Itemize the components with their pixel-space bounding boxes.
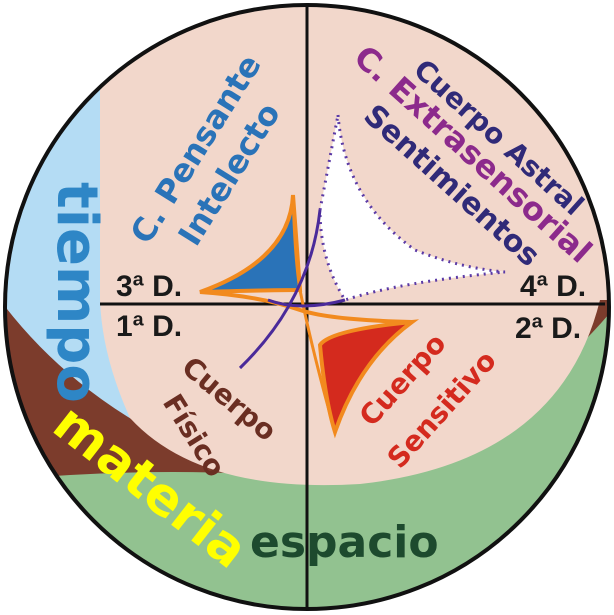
- astral-spike: [318, 114, 506, 302]
- dimension-1-label: 1ª D.: [116, 310, 182, 343]
- dimension-4-label: 4ª D.: [520, 270, 586, 303]
- orange-cross-line: [199, 290, 413, 324]
- tiempo-label: tiempo: [44, 182, 109, 403]
- espacio-region: [5, 308, 609, 609]
- purple-cross-line-2: [267, 298, 346, 308]
- purple-cross-line: [238, 209, 322, 370]
- orange-cross-line-2: [291, 194, 337, 433]
- espacio-label: espacio: [250, 517, 439, 568]
- dimension-2-label: 2ª D.: [515, 312, 581, 345]
- dimension-3-label: 3ª D.: [116, 270, 182, 303]
